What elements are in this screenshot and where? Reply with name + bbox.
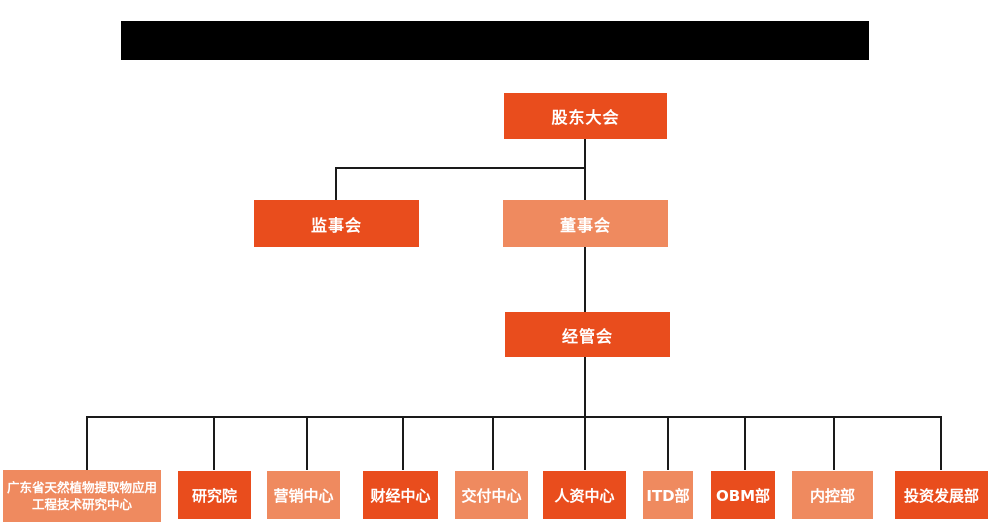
node-research-institute: 研究院: [178, 471, 251, 519]
node-hr-center: 人资中心: [543, 471, 626, 519]
node-obm-dept: OBM部: [711, 471, 775, 519]
node-finance-center: 财经中心: [363, 471, 438, 519]
node-internal-control-dept: 内控部: [792, 471, 873, 519]
connector-line: [667, 416, 669, 470]
connector-line: [584, 416, 586, 470]
connector-line: [584, 139, 586, 200]
node-shareholders-meeting: 股东大会: [504, 93, 667, 139]
connector-line: [86, 416, 942, 418]
node-investment-development-dept: 投资发展部: [895, 471, 988, 519]
node-itd-dept: ITD部: [643, 471, 693, 519]
connector-line: [335, 167, 586, 169]
node-marketing-center: 营销中心: [267, 471, 340, 519]
connector-line: [335, 167, 337, 200]
connector-line: [940, 416, 942, 470]
connector-line: [584, 357, 586, 417]
connector-line: [492, 416, 494, 470]
connector-line: [86, 416, 88, 470]
node-board-of-directors: 董事会: [503, 200, 668, 247]
redacted-title-bar: [121, 21, 869, 60]
connector-line: [584, 247, 586, 312]
connector-line: [744, 416, 746, 470]
node-supervisory-board: 监事会: [254, 200, 419, 247]
connector-line: [833, 416, 835, 470]
connector-line: [402, 416, 404, 470]
node-delivery-center: 交付中心: [455, 471, 528, 519]
node-management-committee: 经管会: [505, 312, 670, 357]
node-gd-plant-extract-research-center: 广东省天然植物提取物应用工程技术研究中心: [3, 470, 161, 522]
connector-line: [213, 416, 215, 470]
connector-line: [306, 416, 308, 470]
